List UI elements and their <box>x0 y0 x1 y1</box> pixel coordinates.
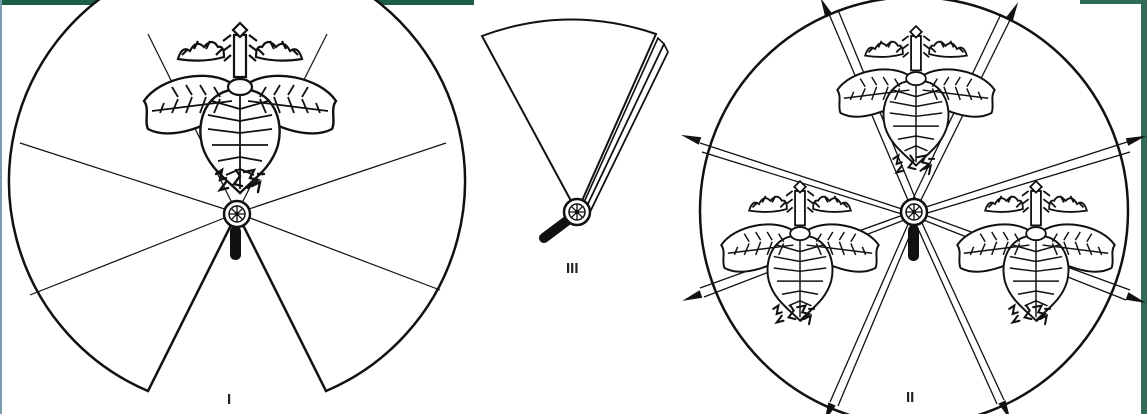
figure-label: III <box>566 260 579 277</box>
figure-label: I <box>227 391 231 408</box>
fig-3-folded-fan: III <box>482 19 668 277</box>
top-accent-bar-right <box>1080 0 1147 4</box>
right-border-line <box>1141 0 1147 414</box>
handle-icon <box>544 220 568 238</box>
left-border-line <box>0 0 2 414</box>
fig-2-triple-crest-fan: II <box>680 0 1147 414</box>
figure-label: II <box>906 389 914 406</box>
pivot-rivet-icon <box>224 201 250 227</box>
pivot-rivet-icon <box>901 199 927 225</box>
handle-icon <box>230 226 241 260</box>
pivot-rivet-icon <box>564 199 590 225</box>
fig-1-open-fan: I <box>9 0 465 408</box>
handle-icon <box>908 225 919 261</box>
